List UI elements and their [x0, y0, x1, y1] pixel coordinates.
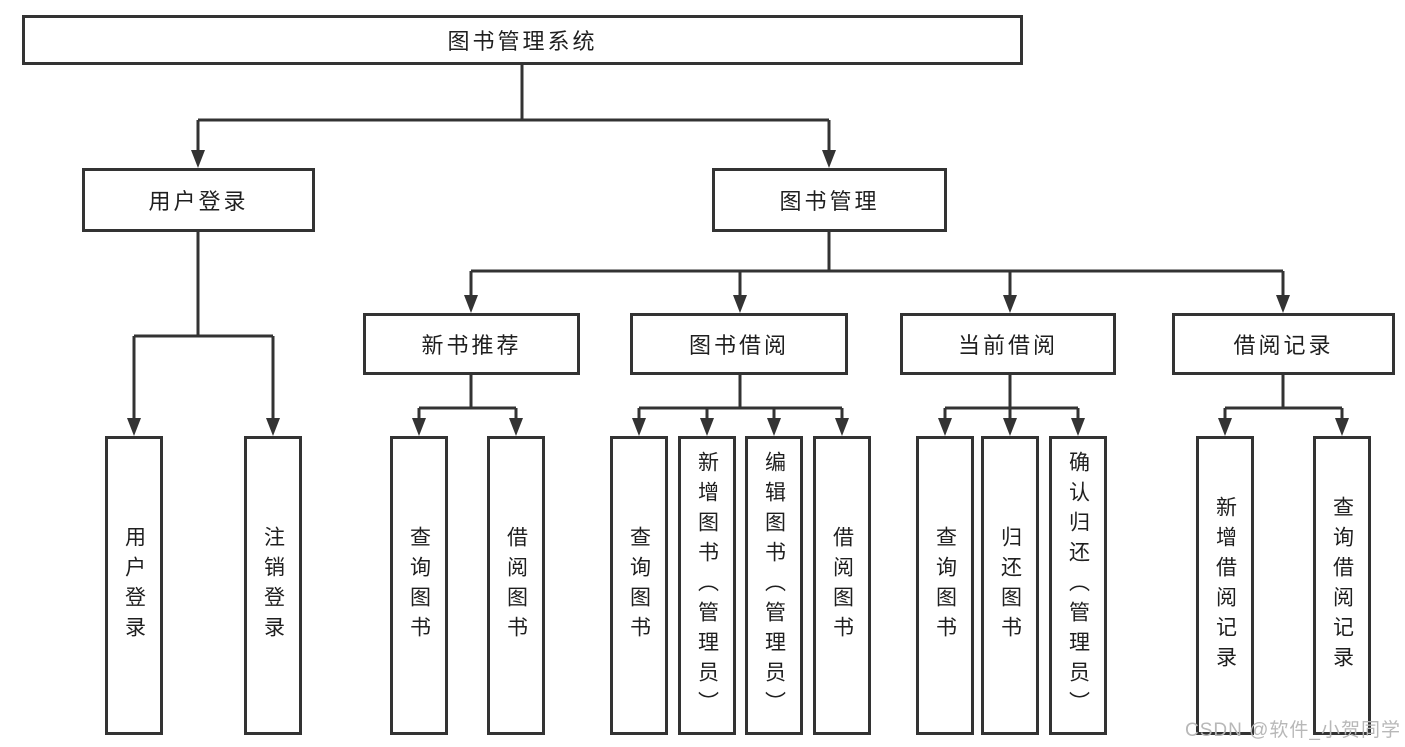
leaf-edit-book-admin-label: 编辑图书（管理员） — [762, 450, 786, 721]
leaf-recommend-borrow-books: 借阅图书 — [487, 436, 545, 735]
node-user-login-label: 用户登录 — [148, 189, 249, 214]
leaf-borrow-book-label: 借阅图书 — [830, 525, 854, 646]
leaf-query-borrow-record: 查询借阅记录 — [1313, 436, 1371, 735]
leaf-logout: 注销登录 — [244, 436, 302, 735]
watermark: CSDN @软件_小贺同学 — [1185, 720, 1401, 741]
leaf-current-query-books: 查询图书 — [916, 436, 974, 735]
node-new-book-recommend-label: 新书推荐 — [421, 333, 522, 358]
leaf-user-login: 用户登录 — [105, 436, 163, 735]
leaf-logout-label: 注销登录 — [261, 525, 285, 646]
leaf-return-book: 归还图书 — [981, 436, 1039, 735]
leaf-query-borrow-record-label: 查询借阅记录 — [1330, 495, 1354, 676]
leaf-borrow-book: 借阅图书 — [813, 436, 871, 735]
leaf-recommend-borrow-books-label: 借阅图书 — [504, 525, 528, 646]
connector-lines — [132, 65, 1344, 418]
leaf-add-borrow-record-label: 新增借阅记录 — [1213, 495, 1237, 676]
leaf-add-borrow-record: 新增借阅记录 — [1196, 436, 1254, 735]
node-borrow-records-label: 借阅记录 — [1233, 333, 1334, 358]
leaf-recommend-query-books-label: 查询图书 — [407, 525, 431, 646]
leaf-current-query-books-label: 查询图书 — [933, 525, 957, 646]
node-borrow-records: 借阅记录 — [1172, 313, 1395, 375]
node-library-system-label: 图书管理系统 — [447, 29, 598, 54]
node-book-borrow-label: 图书借阅 — [688, 333, 789, 358]
leaf-recommend-query-books: 查询图书 — [390, 436, 448, 735]
leaf-borrow-query-books-label: 查询图书 — [627, 525, 651, 646]
node-book-borrow: 图书借阅 — [630, 313, 848, 375]
node-book-management: 图书管理 — [712, 168, 947, 232]
node-current-borrow: 当前借阅 — [900, 313, 1116, 375]
node-new-book-recommend: 新书推荐 — [363, 313, 580, 375]
leaf-add-book-admin: 新增图书（管理员） — [678, 436, 736, 735]
node-user-login: 用户登录 — [82, 168, 315, 232]
leaf-edit-book-admin: 编辑图书（管理员） — [745, 436, 803, 735]
node-library-system: 图书管理系统 — [22, 15, 1023, 65]
leaf-user-login-label: 用户登录 — [122, 525, 146, 646]
leaf-borrow-query-books: 查询图书 — [610, 436, 668, 735]
leaf-return-book-label: 归还图书 — [998, 525, 1022, 646]
leaf-confirm-return-admin-label: 确认归还（管理员） — [1066, 450, 1090, 721]
leaf-confirm-return-admin: 确认归还（管理员） — [1049, 436, 1107, 735]
node-book-management-label: 图书管理 — [779, 189, 880, 214]
leaf-add-book-admin-label: 新增图书（管理员） — [695, 450, 719, 721]
node-current-borrow-label: 当前借阅 — [957, 333, 1058, 358]
